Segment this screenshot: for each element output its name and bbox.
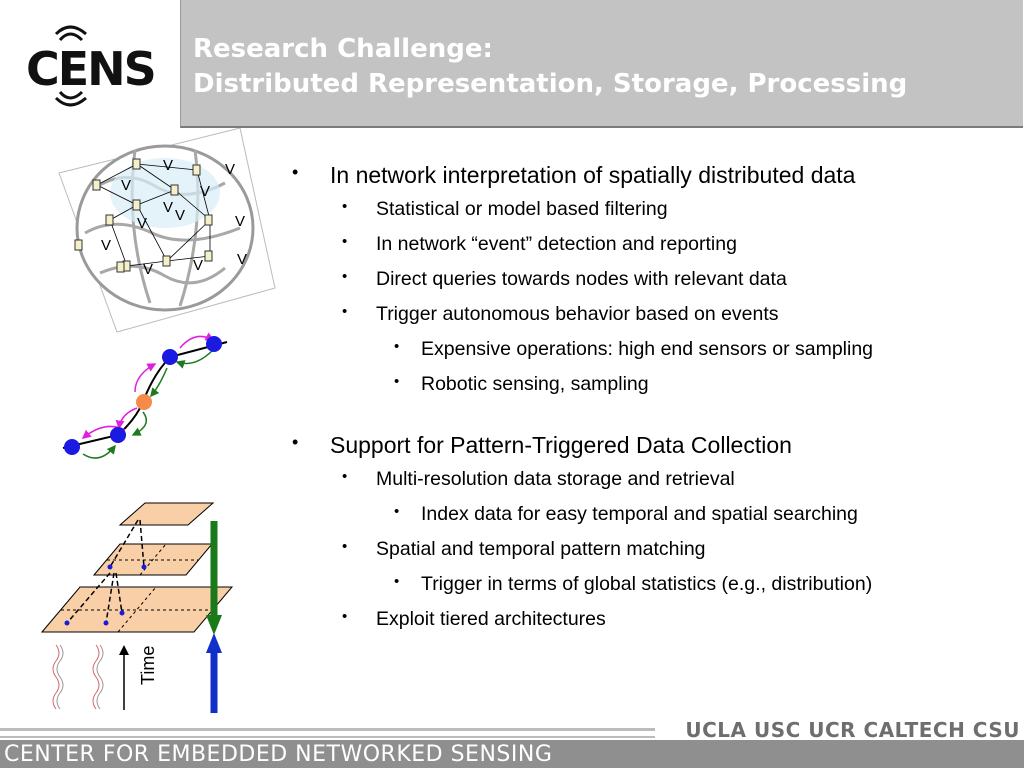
bullet-item: Multi-resolution data storage and retrie… <box>286 468 1006 491</box>
node-label: V <box>163 157 173 174</box>
bullet-item: In network interpretation of spatially d… <box>286 162 1006 189</box>
footer-rule <box>0 736 655 738</box>
logo-waves-icon <box>54 25 87 107</box>
title-line-1: Research Challenge: <box>193 34 493 64</box>
node-label: V <box>101 237 111 254</box>
time-axis-label: Time <box>138 646 158 685</box>
bullet-item: Index data for easy temporal and spatial… <box>286 503 1006 526</box>
sensor-node <box>64 439 80 455</box>
title-bar: Research Challenge: Distributed Represen… <box>180 0 1023 128</box>
time-arrow-icon <box>119 645 129 655</box>
footer-bar: CENTER FOR EMBEDDED NETWORKED SENSING <box>0 740 1024 768</box>
bullet-item: Spatial and temporal pattern matching <box>286 538 1006 561</box>
retrieve-arrow-icon <box>206 615 222 635</box>
node-label: V <box>137 215 147 232</box>
bullet-item: Robotic sensing, sampling <box>286 373 1006 396</box>
node-label: V <box>193 257 203 274</box>
event-node <box>136 394 152 410</box>
node-label: V <box>225 161 235 178</box>
title-line-2: Distributed Representation, Storage, Pro… <box>193 69 908 99</box>
node-label: V <box>235 213 245 230</box>
logo-text: CENS <box>26 42 157 96</box>
node-label: V <box>121 177 131 194</box>
bullet-item: Direct queries towards nodes with releva… <box>286 268 1006 291</box>
bullet-item: Exploit tiered architectures <box>286 608 1006 631</box>
event-propagation-figure <box>62 332 228 459</box>
sensor-node <box>110 427 126 443</box>
footer-rule <box>0 728 655 731</box>
node-label: V <box>200 183 210 200</box>
bullet-item: Expensive operations: high end sensors o… <box>286 338 1006 361</box>
bullet-item: Trigger in terms of global statistics (e… <box>286 573 1006 596</box>
bullet-item: In network “event” detection and reporti… <box>286 233 1006 256</box>
bullet-gap <box>286 408 1006 430</box>
slide-title: Research Challenge: Distributed Represen… <box>193 32 907 102</box>
sensor-node <box>206 336 222 352</box>
cens-logo: CENS <box>0 0 180 128</box>
ingest-arrow-icon <box>206 633 222 653</box>
footer-universities: UCLA USC UCR CALTECH CSU <box>685 718 1020 742</box>
bullet-item: Trigger autonomous behavior based on eve… <box>286 303 1006 326</box>
sensor-network-figure: V V V V V V V V V V V V <box>58 128 276 333</box>
sensor-node <box>162 349 178 365</box>
node-label: V <box>163 199 173 216</box>
footer-center-name: CENTER FOR EMBEDDED NETWORKED SENSING <box>4 742 553 767</box>
node-label: V <box>237 251 247 268</box>
multi-resolution-figure: Time <box>40 502 234 713</box>
node-label: V <box>143 261 153 278</box>
node-label: V <box>175 207 185 224</box>
bullet-item: Statistical or model based filtering <box>286 198 1006 221</box>
bullet-list: In network interpretation of spatially d… <box>286 160 1006 643</box>
bullet-item: Support for Pattern-Triggered Data Colle… <box>286 432 1006 459</box>
